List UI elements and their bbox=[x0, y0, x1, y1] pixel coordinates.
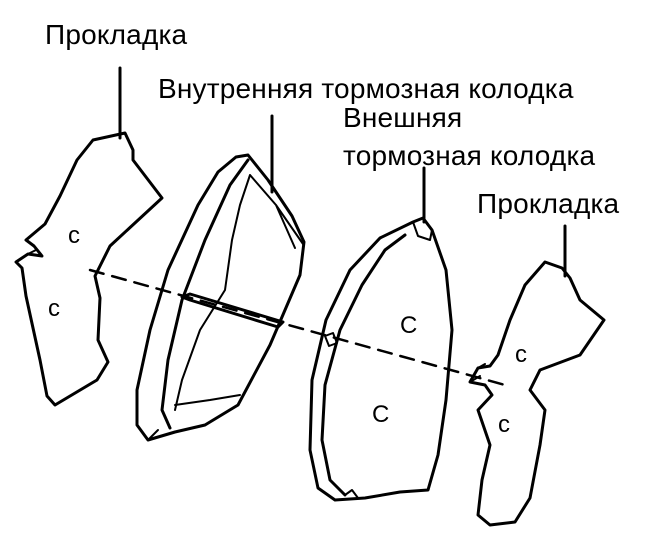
inner-pad-backing-plate bbox=[135, 153, 306, 442]
shim-right-tab-detail bbox=[469, 363, 486, 383]
outer-pad-backing-plate bbox=[308, 216, 454, 502]
outer-pad-top-clip bbox=[412, 221, 433, 241]
inner-pad-wear-indicator bbox=[180, 292, 285, 329]
outer-pad-alignment-pin bbox=[324, 332, 338, 347]
label-outer-pad-line1: Внешняя bbox=[343, 102, 463, 133]
shim-right-outline bbox=[468, 260, 606, 527]
outer-pad-mark-upper: C bbox=[400, 312, 417, 339]
shim-left-mark-lower: c bbox=[48, 295, 60, 322]
label-inner-pad: Внутренняя тормозная колодка bbox=[158, 73, 574, 104]
label-outer-pad-line2: тормозная колодка bbox=[343, 140, 596, 171]
outer-pad-inner-edge bbox=[320, 233, 407, 497]
shim-left-tab-detail bbox=[15, 249, 37, 263]
label-shim-left: Прокладка bbox=[45, 19, 188, 50]
alignment-line bbox=[88, 268, 507, 387]
inner-pad-lower-edge bbox=[147, 394, 241, 441]
shim-left-mark-upper: c bbox=[68, 222, 80, 249]
inner-pad-friction-surface bbox=[174, 174, 304, 411]
shim-left-outline bbox=[14, 131, 164, 407]
outer-pad-mark-lower: C bbox=[372, 401, 389, 428]
shim-right-mark-upper: c bbox=[515, 341, 527, 368]
shim-right-mark-lower: c bbox=[498, 411, 510, 438]
outer-pad-bottom-clip bbox=[344, 489, 359, 499]
label-shim-right: Прокладка bbox=[477, 188, 620, 219]
inner-pad-friction-edge bbox=[160, 158, 250, 430]
